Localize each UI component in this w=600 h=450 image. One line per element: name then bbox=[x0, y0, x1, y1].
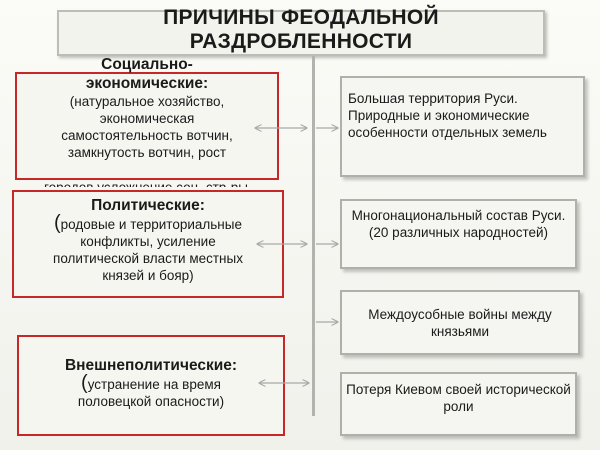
socio-economic-heading-1: Социально- bbox=[101, 56, 193, 73]
political-line-3: политической власти местных bbox=[53, 251, 243, 266]
foreign-policy-line-1-text: устранение на время bbox=[87, 377, 221, 392]
factor-box-multinational: Многонациональный состав Руси. (20 разли… bbox=[340, 199, 577, 269]
foreign-policy-heading: Внешнеполитические: bbox=[64, 357, 238, 374]
title-line-2: РАЗДРОБЛЕННОСТИ bbox=[189, 30, 413, 53]
socio-economic-line-2: экономическая bbox=[99, 111, 195, 126]
factor-box-internecine-wars: Междоусобные войны между князьями bbox=[340, 290, 580, 355]
page-title: ПРИЧИНЫ ФЕОДАЛЬНОЙ РАЗДРОБЛЕННОСТИ bbox=[57, 6, 545, 54]
cause-box-socio-economic bbox=[15, 72, 279, 180]
socio-economic-heading-2: экономические: bbox=[85, 75, 209, 92]
socio-economic-line-1: (натуральное хозяйство, bbox=[69, 94, 225, 109]
factor-kiev-text: Потеря Киевом своей исторической роли bbox=[346, 382, 571, 414]
political-text: Политические: (родовые и территориальные… bbox=[12, 196, 284, 284]
political-heading: Политические: bbox=[91, 197, 205, 214]
political-paren: ( bbox=[54, 212, 61, 234]
political-line-1: (родовые и территориальные bbox=[12, 212, 284, 234]
factor-multinational-text: Многонациональный состав Руси. bbox=[351, 208, 566, 223]
socio-economic-overflow-line: городов,усложнение соц. стр-ры bbox=[10, 179, 282, 187]
political-line-2: конфликты, усиление bbox=[80, 234, 216, 249]
factor-multinational-note: (20 различных народностей) bbox=[368, 225, 549, 240]
title-line-1: ПРИЧИНЫ ФЕОДАЛЬНОЙ bbox=[163, 6, 439, 29]
title-box bbox=[57, 10, 545, 56]
socio-economic-text: Социально- экономические: (натуральное х… bbox=[15, 55, 279, 161]
cause-box-political bbox=[12, 190, 284, 298]
socio-economic-line-3: самостоятельность вотчин, bbox=[61, 128, 233, 143]
foreign-policy-line-2: половецкой опасности) bbox=[77, 394, 225, 409]
socio-economic-line-4: замкнутость вотчин, рост bbox=[67, 145, 227, 160]
foreign-policy-line-1: (устранение на время bbox=[17, 372, 285, 394]
foreign-policy-paren: ( bbox=[81, 372, 88, 394]
political-line-1-text: родовые и территориальные bbox=[60, 217, 242, 232]
factor-box-territory: Большая территория Руси. Природные и эко… bbox=[340, 76, 585, 177]
political-line-4: князей и бояр) bbox=[102, 268, 194, 283]
central-spine bbox=[312, 56, 315, 416]
factor-box-kiev-role: Потеря Киевом своей исторической роли bbox=[340, 372, 577, 436]
factor-wars-text: Междоусобные войны между князьями bbox=[368, 307, 552, 339]
foreign-policy-text: Внешнеполитические: (устранение на время… bbox=[17, 356, 285, 410]
factor-territory-text: Большая территория Руси. Природные и эко… bbox=[348, 91, 547, 140]
